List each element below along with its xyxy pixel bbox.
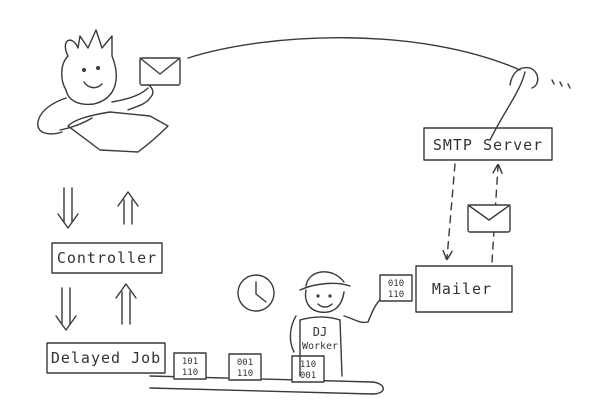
arrow-user-to-controller: [57, 187, 79, 229]
worker-label-line1: DJ: [313, 325, 327, 339]
job-box-3-top: 110: [300, 360, 316, 370]
fishing-line: [187, 37, 526, 141]
mailer-node: Mailer: [415, 265, 513, 313]
job-box-3: 110 001: [291, 355, 325, 383]
envelope-icon: [139, 57, 181, 86]
worker-character-icon: DJ Worker: [289, 271, 385, 377]
mailer-input-box: 010 110: [379, 274, 413, 302]
arrow-mailer-to-smtp: [491, 166, 498, 263]
smtp-server-node: SMTP Server: [423, 127, 553, 161]
user-character-icon: [37, 29, 169, 153]
job-box-2: 001 110: [228, 353, 262, 381]
job-box-1: 101 110: [173, 352, 207, 380]
mailer-input-bottom: 110: [388, 290, 404, 300]
arrow-delayed-job-to-controller: [115, 283, 137, 325]
mailer-label: Mailer: [432, 280, 492, 298]
arrow-smtp-to-mailer: [447, 163, 456, 258]
delayed-job-label: Delayed Job: [51, 349, 161, 367]
job-box-2-bottom: 110: [237, 369, 253, 379]
controller-label: Controller: [57, 249, 157, 267]
job-box-1-top: 101: [182, 357, 198, 367]
arrow-controller-to-user: [117, 191, 139, 225]
worker-label-line2: Worker: [302, 341, 338, 352]
smtp-server-label: SMTP Server: [433, 136, 543, 154]
clock-icon: [237, 274, 275, 312]
delayed-job-node: Delayed Job: [46, 342, 166, 374]
controller-node: Controller: [51, 242, 163, 274]
fishing-hook-icon: [509, 66, 571, 89]
arrow-controller-to-delayed-job: [55, 287, 77, 331]
envelope-small-icon: [467, 204, 511, 233]
job-box-1-bottom: 110: [182, 368, 198, 378]
job-box-2-top: 001: [237, 358, 253, 368]
job-box-3-bottom: 001: [300, 371, 316, 381]
mailer-input-top: 010: [388, 279, 404, 289]
